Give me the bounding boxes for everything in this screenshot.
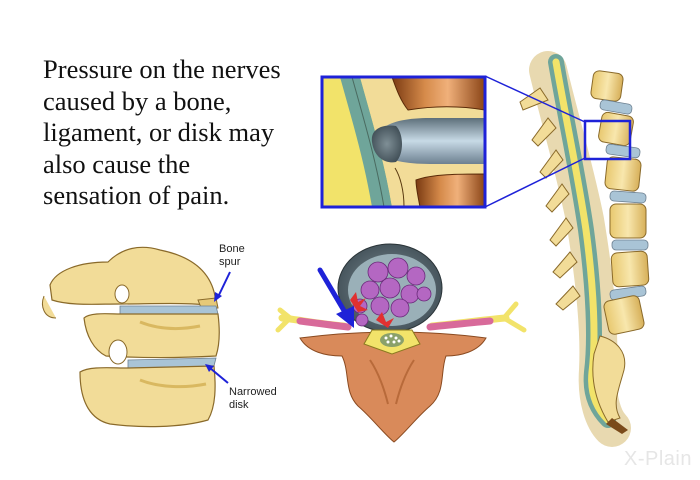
spine-highlight-box	[583, 119, 632, 161]
caption-line: caused by a bone,	[43, 85, 232, 116]
narrowed-disk-label: Narrowed disk	[229, 386, 277, 412]
herniated-nucleus	[352, 257, 432, 327]
compression-arrow	[317, 267, 354, 328]
cross-section	[275, 243, 527, 443]
caption-line: ligament, or disk may	[43, 117, 275, 147]
zoom-inset	[320, 75, 487, 209]
label-line: Bone	[219, 243, 245, 255]
caption-text: Pressure on the nerves caused by a bone,…	[43, 54, 313, 212]
zoom-connector-bottom	[484, 157, 586, 208]
label-line: spur	[219, 256, 241, 268]
narrowed-disk-arrow	[205, 364, 229, 384]
caption-line: Pressure on the nerves	[43, 54, 281, 84]
label-line: Narrowed	[229, 386, 277, 398]
caption-line: also cause the	[43, 148, 191, 179]
logo-text: X-Plain	[624, 448, 692, 470]
zoom-connector-top	[484, 75, 586, 123]
spine-column	[519, 51, 650, 447]
label-line: disk	[229, 399, 249, 411]
vertebral-bodies	[590, 70, 650, 434]
side-vertebrae	[42, 246, 220, 428]
bone-spur-label: Bone spur	[219, 243, 245, 269]
pain-burst	[350, 292, 394, 328]
x-plain-logo: X-Plain	[624, 448, 692, 471]
bone-spur-arrow	[214, 271, 231, 302]
caption-line: sensation of pain.	[43, 180, 230, 210]
